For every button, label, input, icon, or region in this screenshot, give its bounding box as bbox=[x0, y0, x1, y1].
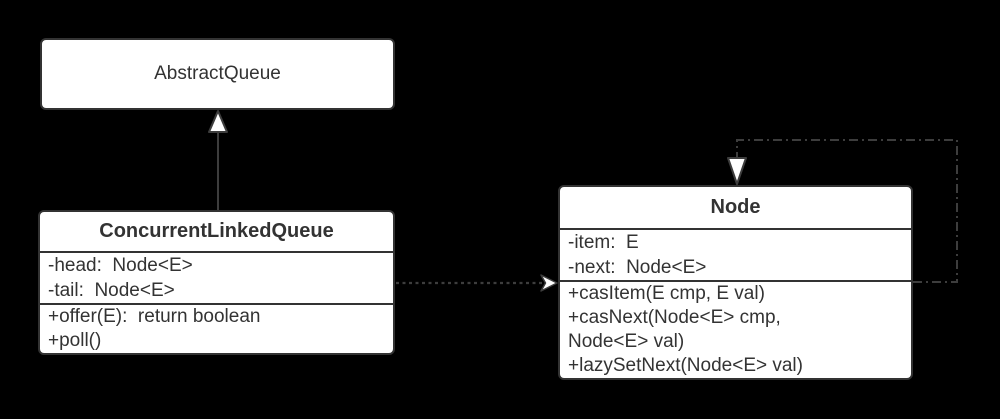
open-arrowhead-icon bbox=[540, 274, 558, 292]
self-reference-arrow bbox=[727, 139, 958, 283]
field-tail: -tail: Node<E> bbox=[48, 280, 175, 301]
inheritance-arrow bbox=[208, 110, 228, 210]
class-title-node: Node bbox=[560, 187, 911, 230]
node-methods-compartment: +casItem(E cmp, E val) +casNext(Node<E> … bbox=[560, 282, 911, 378]
field-head: -head: Node<E> bbox=[48, 255, 193, 276]
class-box-abstractqueue: AbstractQueue bbox=[40, 38, 395, 110]
hollow-triangle-arrowhead-icon bbox=[208, 110, 228, 133]
method-lazysetnext: +lazySetNext(Node<E> val) bbox=[568, 355, 803, 376]
clq-methods-compartment: +offer(E): return boolean +poll() bbox=[40, 305, 393, 353]
method-casnext-line2: Node<E> val) bbox=[568, 331, 685, 352]
method-offer: +offer(E): return boolean bbox=[48, 306, 261, 327]
clq-fields-compartment: -head: Node<E> -tail: Node<E> bbox=[40, 253, 393, 305]
field-item: -item: E bbox=[568, 232, 639, 253]
down-arrowhead-icon bbox=[727, 157, 747, 185]
class-title-abstractqueue: AbstractQueue bbox=[154, 63, 281, 84]
association-arrow bbox=[396, 274, 558, 292]
class-title-concurrentlinkedqueue: ConcurrentLinkedQueue bbox=[40, 212, 393, 253]
node-fields-compartment: -item: E -next: Node<E> bbox=[560, 230, 911, 282]
method-casnext-line1: +casNext(Node<E> cmp, bbox=[568, 307, 781, 328]
class-box-node: Node -item: E -next: Node<E> +casItem(E … bbox=[558, 185, 913, 380]
method-casitem: +casItem(E cmp, E val) bbox=[568, 283, 765, 304]
class-box-concurrentlinkedqueue: ConcurrentLinkedQueue -head: Node<E> -ta… bbox=[38, 210, 395, 355]
field-next: -next: Node<E> bbox=[568, 257, 707, 278]
method-poll: +poll() bbox=[48, 330, 102, 351]
